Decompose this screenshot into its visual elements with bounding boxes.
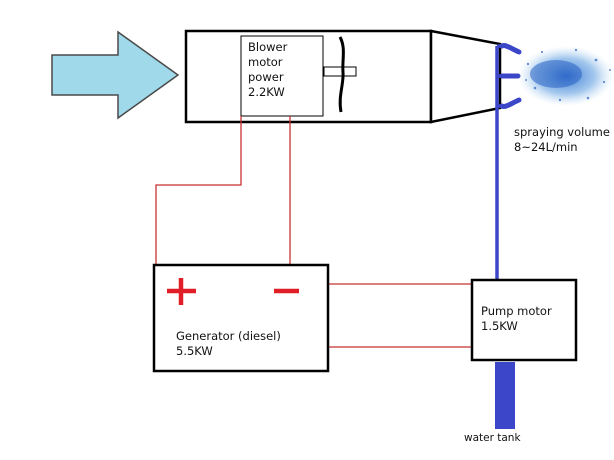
generator-label: Generator (diesel) 5.5KW [176,329,281,359]
fan-blade-icon [323,36,357,113]
spray-mist-icon [518,46,614,106]
blower-line-3: power [248,70,284,84]
blower-nozzle [429,29,502,124]
airflow-arrow-icon [51,30,180,120]
spraying-volume-value: 8~24L/min [514,140,578,154]
blower-motor-box [240,35,324,117]
water-pipe [495,44,504,280]
water-tank-label: water tank [464,432,521,444]
water-tank-pipe [495,362,515,429]
pump-motor-power-value: 1.5KW [481,319,518,333]
blower-power-value: 2.2KW [248,85,285,99]
blower-line-2: motor [248,55,283,69]
blower-line-1: Blower [248,40,288,54]
blower-motor-label: Blower motor power 2.2KW [248,40,287,100]
plus-icon [167,278,196,305]
pump-motor-box [470,278,578,362]
spraying-volume-title: spraying volume [514,125,610,139]
spraying-volume-label: spraying volume 8~24L/min [514,125,610,155]
spray-nozzles [499,43,522,109]
generator-power-value: 5.5KW [176,344,213,358]
pump-motor-label: Pump motor 1.5KW [481,304,552,334]
pump-motor-title: Pump motor [481,304,552,318]
generator-title: Generator (diesel) [176,329,281,343]
electrical-wiring [155,116,472,348]
